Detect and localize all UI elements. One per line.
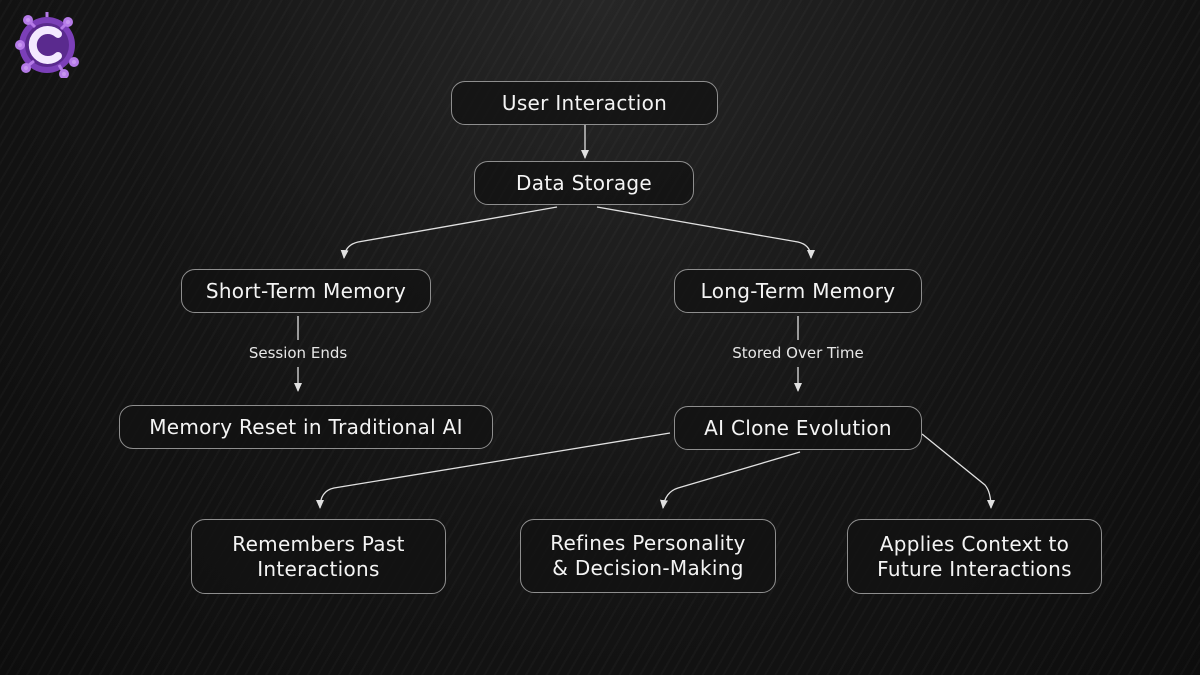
- node-data-storage: Data Storage: [474, 161, 694, 205]
- node-user-interaction-label: User Interaction: [501, 90, 668, 115]
- node-memory-reset: Memory Reset in Traditional AI: [119, 405, 493, 449]
- node-user-interaction: User Interaction: [451, 81, 718, 125]
- edge-clone-to-applies: [921, 433, 995, 509]
- node-long-term-memory: Long-Term Memory: [674, 269, 922, 313]
- node-remembers-past-label: Remembers Past Interactions: [232, 531, 405, 581]
- node-short-term-memory-label: Short-Term Memory: [205, 278, 407, 303]
- edge-storage-to-short: [340, 206, 558, 259]
- edge-clone-to-remembers: [316, 432, 671, 509]
- edge-storage-to-long: [596, 206, 815, 259]
- node-applies-context-label: Applies Context to Future Interactions: [877, 531, 1072, 581]
- edge-clone-to-refines: [660, 451, 801, 509]
- node-short-term-memory: Short-Term Memory: [181, 269, 431, 313]
- node-remembers-past: Remembers Past Interactions: [191, 519, 446, 594]
- node-memory-reset-label: Memory Reset in Traditional AI: [149, 414, 463, 439]
- brand-logo-icon: [15, 12, 79, 78]
- edge-label-stored-over-time: Stored Over Time: [732, 344, 864, 362]
- node-refines-personality-label: Refines Personality & Decision-Making: [550, 531, 746, 580]
- node-long-term-memory-label: Long-Term Memory: [700, 278, 896, 303]
- edge-label-session-ends: Session Ends: [248, 344, 348, 362]
- node-ai-clone-evolution: AI Clone Evolution: [674, 406, 922, 450]
- node-refines-personality: Refines Personality & Decision-Making: [520, 519, 776, 593]
- node-data-storage-label: Data Storage: [516, 170, 652, 195]
- node-ai-clone-evolution-label: AI Clone Evolution: [704, 415, 892, 440]
- node-applies-context: Applies Context to Future Interactions: [847, 519, 1102, 594]
